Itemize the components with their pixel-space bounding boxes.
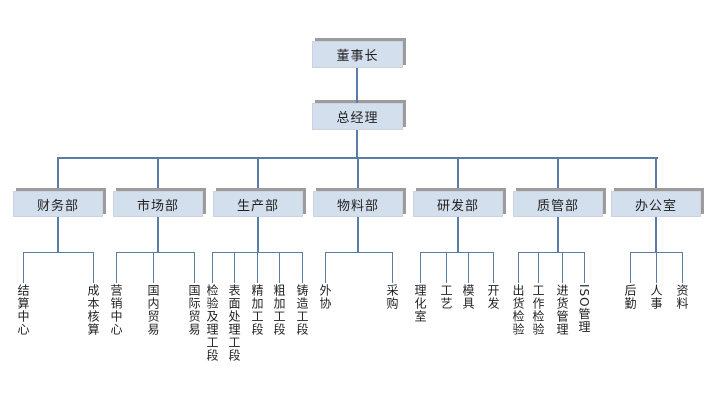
connector-line — [157, 158, 159, 191]
org-leaf-iso-management: ISO管理 — [577, 284, 591, 334]
org-leaf-physchem-lab: 理化室 — [413, 284, 427, 323]
connector-line — [518, 252, 519, 283]
connector-line — [557, 158, 559, 191]
org-leaf-marketing-center: 营销中心 — [109, 284, 123, 336]
org-leaf-fine-machining: 精加工段 — [250, 284, 264, 336]
connector-line — [538, 252, 539, 283]
org-node-dept-production: 生产部 — [213, 191, 303, 217]
org-leaf-surface-section: 表面处理工段 — [227, 284, 241, 362]
org-node-dept-quality: 质管部 — [513, 191, 603, 217]
connector-line — [234, 252, 235, 283]
org-node-dept-materials: 物料部 — [313, 191, 403, 217]
connector-line — [279, 252, 280, 283]
org-leaf-work-inspection: 工作检验 — [531, 284, 545, 336]
connector-line — [325, 252, 393, 253]
connector-line — [420, 252, 494, 253]
connector-line — [23, 252, 24, 283]
connector-line — [655, 158, 657, 191]
connector-line — [23, 252, 94, 253]
connector-line — [656, 252, 657, 283]
org-leaf-incoming-management: 进货管理 — [555, 284, 569, 336]
connector-line — [562, 252, 563, 283]
org-leaf-cost-accounting: 成本核算 — [86, 284, 100, 336]
org-node-chairman: 董事长 — [312, 41, 403, 68]
org-leaf-outsourcing: 外协 — [318, 284, 332, 310]
connector-line — [93, 252, 94, 283]
connector-line — [584, 252, 585, 283]
connector-line — [57, 158, 59, 191]
connector-line — [468, 252, 469, 283]
connector-line — [325, 252, 326, 283]
connector-line — [356, 68, 358, 103]
connector-line — [116, 252, 117, 283]
connector-line — [357, 158, 359, 191]
org-node-dept-finance: 财务部 — [13, 191, 103, 217]
connector-line — [392, 252, 393, 283]
connector-line — [457, 217, 459, 252]
connector-line — [212, 252, 213, 283]
connector-line — [157, 217, 159, 252]
org-leaf-outgoing-inspection: 出货检验 — [511, 284, 525, 336]
connector-line — [356, 130, 358, 158]
org-leaf-rough-machining: 粗加工段 — [272, 284, 286, 336]
connector-line — [682, 252, 683, 283]
connector-line — [557, 217, 559, 252]
org-leaf-hr: 人事 — [649, 284, 663, 310]
connector-line — [630, 252, 631, 283]
connector-line — [257, 217, 259, 252]
org-node-dept-rnd: 研发部 — [413, 191, 503, 217]
org-node-dept-office: 办公室 — [611, 191, 701, 217]
org-leaf-domestic-trade: 国内贸易 — [146, 284, 160, 336]
org-leaf-casting-section: 铸造工段 — [295, 284, 309, 336]
connector-line — [116, 252, 195, 253]
org-node-general-manager: 总经理 — [312, 103, 403, 130]
org-leaf-purchasing: 采购 — [385, 284, 399, 310]
org-leaf-intl-trade: 国际贸易 — [187, 284, 201, 336]
org-leaf-process: 工艺 — [439, 284, 453, 310]
connector-line — [493, 252, 494, 283]
org-node-dept-market: 市场部 — [113, 191, 203, 217]
connector-line — [655, 217, 657, 252]
connector-line — [357, 217, 359, 252]
org-leaf-development: 开发 — [486, 284, 500, 310]
connector-line — [153, 252, 154, 283]
connector-line — [446, 252, 447, 283]
org-leaf-logistics: 后勤 — [623, 284, 637, 310]
org-leaf-mold: 模具 — [461, 284, 475, 310]
org-leaf-settlement-center: 结算中心 — [16, 284, 30, 336]
connector-line — [420, 252, 421, 283]
connector-line — [194, 252, 195, 283]
connector-line — [257, 252, 258, 283]
connector-line — [57, 217, 59, 252]
connector-line — [302, 252, 303, 283]
org-leaf-inspection-section: 检验及理工段 — [205, 284, 219, 362]
connector-line — [257, 158, 259, 191]
connector-line — [457, 158, 459, 191]
org-leaf-documents: 资料 — [675, 284, 689, 310]
connector-line — [518, 252, 585, 253]
